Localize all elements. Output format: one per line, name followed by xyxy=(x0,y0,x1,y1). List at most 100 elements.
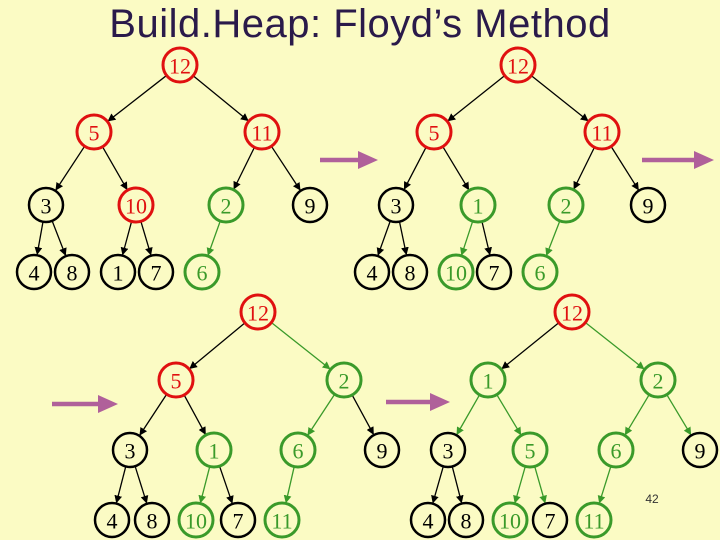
node-circle xyxy=(325,361,363,399)
node-circle xyxy=(177,501,215,539)
node-circle xyxy=(239,293,277,331)
node-circle xyxy=(629,186,667,224)
node-value: 3 xyxy=(41,194,52,219)
tree-edge xyxy=(481,221,492,256)
node-circle xyxy=(429,431,467,469)
heap-node: 11 xyxy=(575,501,613,539)
heap-node: 8 xyxy=(391,253,429,291)
heap-node: 8 xyxy=(53,253,91,291)
tree-edge xyxy=(218,465,234,504)
heap-node: 6 xyxy=(521,253,559,291)
node-value: 6 xyxy=(611,439,622,464)
step-arrow-1 xyxy=(320,151,378,169)
node-circle xyxy=(447,501,485,539)
tree-edge xyxy=(270,145,301,191)
node-value: 2 xyxy=(653,369,664,394)
tree-edge xyxy=(206,220,221,256)
heap-node: 1 xyxy=(459,186,497,224)
tree-edge xyxy=(624,394,650,436)
node-circle xyxy=(157,361,195,399)
node-circle xyxy=(133,501,171,539)
tree-edge xyxy=(451,466,464,504)
node-circle xyxy=(161,46,199,84)
node-value: 8 xyxy=(405,261,416,286)
tree-edge xyxy=(351,394,374,435)
tree-edge xyxy=(584,322,645,370)
node-circle xyxy=(263,501,301,539)
tree-edge xyxy=(307,393,336,436)
node-circle xyxy=(491,501,529,539)
node-value: 9 xyxy=(377,439,388,464)
tree-edge xyxy=(134,466,149,504)
node-circle xyxy=(219,501,257,539)
node-value: 6 xyxy=(535,261,546,286)
node-circle xyxy=(553,293,591,331)
node-value: 12 xyxy=(507,54,529,79)
node-circle xyxy=(415,113,453,151)
heap-node: 5 xyxy=(157,361,195,399)
tree-edge xyxy=(189,322,246,370)
node-circle xyxy=(291,186,329,224)
tree-edge xyxy=(270,322,331,370)
node-circle xyxy=(363,431,401,469)
node-circle xyxy=(521,253,559,291)
heap-node: 2 xyxy=(325,361,363,399)
tree-edge xyxy=(198,466,211,504)
node-value: 8 xyxy=(67,261,78,286)
node-value: 4 xyxy=(367,261,378,286)
heap-node: 6 xyxy=(279,431,317,469)
node-value: 6 xyxy=(293,439,304,464)
tree-edge xyxy=(51,220,67,256)
tree-edge xyxy=(192,75,249,122)
heap-node: 6 xyxy=(183,253,221,291)
tree-edge xyxy=(34,221,44,256)
node-value: 9 xyxy=(643,194,654,219)
heap-node: 12 xyxy=(161,46,199,84)
node-value: 11 xyxy=(271,509,292,534)
heap-node: 1 xyxy=(469,361,507,399)
heap-node: 11 xyxy=(243,113,281,151)
heap-node: 4 xyxy=(93,501,131,539)
step-arrow-2 xyxy=(642,151,714,169)
step-arrow-4 xyxy=(386,393,450,411)
node-value: 4 xyxy=(107,509,118,534)
node-value: 3 xyxy=(391,194,402,219)
node-value: 1 xyxy=(113,261,124,286)
heap-node: 3 xyxy=(111,431,149,469)
node-value: 4 xyxy=(423,509,434,534)
node-value: 10 xyxy=(185,509,207,534)
node-value: 2 xyxy=(561,194,572,219)
node-value: 2 xyxy=(339,369,350,394)
tree-edge xyxy=(183,394,206,435)
heap-node: 5 xyxy=(511,431,549,469)
node-value: 7 xyxy=(545,509,556,534)
heap-node: 4 xyxy=(409,501,447,539)
heap-node: 2 xyxy=(207,186,245,224)
node-circle xyxy=(681,431,719,469)
heap-node: 4 xyxy=(15,253,53,291)
heap-node: 10 xyxy=(437,253,475,291)
node-circle xyxy=(391,253,429,291)
heap-node: 3 xyxy=(27,186,65,224)
heap-node: 10 xyxy=(177,501,215,539)
tree-edge xyxy=(610,146,639,191)
tree-edge xyxy=(597,466,612,504)
node-circle xyxy=(183,253,221,291)
heap-node: 10 xyxy=(117,186,155,224)
node-value: 7 xyxy=(233,509,244,534)
tree-edge xyxy=(501,322,560,370)
node-circle xyxy=(469,361,507,399)
heap-node: 3 xyxy=(429,431,467,469)
heap-node: 1 xyxy=(99,253,137,291)
node-value: 8 xyxy=(461,509,472,534)
node-value: 12 xyxy=(247,301,269,326)
heap-node: 11 xyxy=(263,501,301,539)
node-value: 10 xyxy=(445,261,467,286)
tree-edge xyxy=(114,466,127,504)
tree-edge xyxy=(283,466,295,504)
heap-node: 8 xyxy=(133,501,171,539)
node-value: 7 xyxy=(151,261,162,286)
node-circle xyxy=(583,113,621,151)
